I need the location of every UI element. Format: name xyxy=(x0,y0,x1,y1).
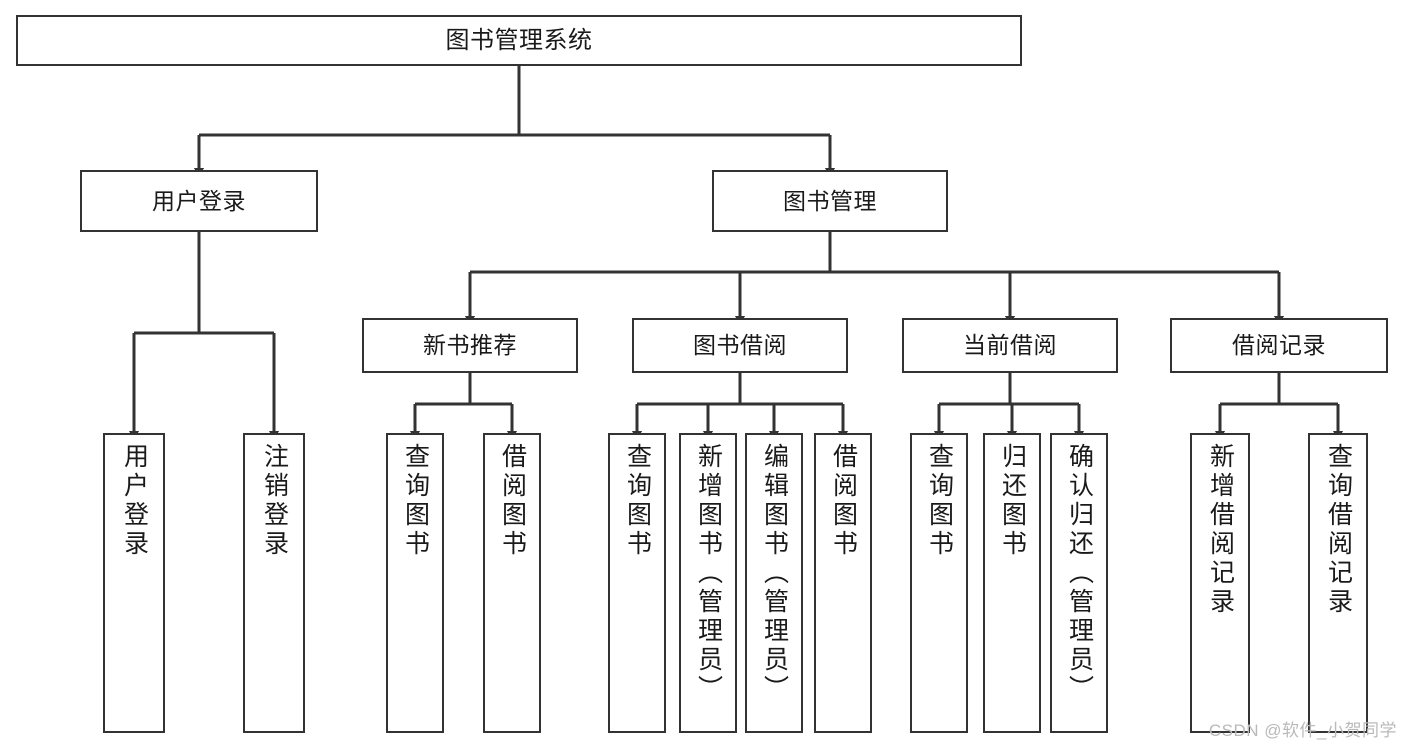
node-label: 图书借阅 xyxy=(693,332,787,359)
node-label: 图书管理 xyxy=(783,187,877,214)
node-leaf-query-record[interactable]: 查询借阅记录 xyxy=(1308,433,1368,733)
node-label: 借阅图书 xyxy=(829,443,858,559)
node-book-manage[interactable]: 图书管理 xyxy=(712,170,948,232)
node-leaf-edit-book[interactable]: 编辑图书（管理员） xyxy=(745,433,803,733)
node-leaf-query-book-2[interactable]: 查询图书 xyxy=(608,433,666,733)
node-label: 编辑图书（管理员） xyxy=(760,443,789,704)
node-label: 查询图书 xyxy=(925,443,954,559)
node-label: 新增图书（管理员） xyxy=(694,443,723,704)
node-label: 用户登录 xyxy=(152,187,246,214)
node-label: 当前借阅 xyxy=(963,332,1057,359)
node-label: 查询图书 xyxy=(623,443,652,559)
node-leaf-return-book[interactable]: 归还图书 xyxy=(983,433,1041,733)
node-leaf-borrow-book-1[interactable]: 借阅图书 xyxy=(483,433,541,733)
node-user-login[interactable]: 用户登录 xyxy=(80,170,318,232)
node-label: 新增借阅记录 xyxy=(1206,443,1235,617)
node-leaf-add-record[interactable]: 新增借阅记录 xyxy=(1190,433,1250,733)
node-leaf-add-book[interactable]: 新增图书（管理员） xyxy=(679,433,737,733)
node-label: 确认归还（管理员） xyxy=(1065,443,1094,704)
node-label: 借阅记录 xyxy=(1232,332,1326,359)
node-current-borrow[interactable]: 当前借阅 xyxy=(902,318,1118,373)
node-new-book-rec[interactable]: 新书推荐 xyxy=(362,318,578,373)
node-leaf-query-book-1[interactable]: 查询图书 xyxy=(386,433,444,733)
node-label: 查询图书 xyxy=(401,443,430,559)
node-borrow-record[interactable]: 借阅记录 xyxy=(1170,318,1388,373)
node-label: 注销登录 xyxy=(260,443,289,559)
node-label: 图书管理系统 xyxy=(445,26,593,54)
node-leaf-borrow-book-2[interactable]: 借阅图书 xyxy=(814,433,872,733)
node-book-borrow[interactable]: 图书借阅 xyxy=(632,318,848,373)
watermark-text: CSDN @软件_小贺同学 xyxy=(1208,721,1397,740)
node-leaf-confirm-return[interactable]: 确认归还（管理员） xyxy=(1050,433,1108,733)
node-label: 新书推荐 xyxy=(423,332,517,359)
node-leaf-user-logout[interactable]: 注销登录 xyxy=(243,433,305,733)
node-label: 查询借阅记录 xyxy=(1324,443,1353,617)
node-leaf-query-book-3[interactable]: 查询图书 xyxy=(910,433,968,733)
node-label: 归还图书 xyxy=(998,443,1027,559)
node-label: 借阅图书 xyxy=(498,443,527,559)
node-label: 用户登录 xyxy=(120,443,149,559)
node-root[interactable]: 图书管理系统 xyxy=(16,15,1022,66)
node-leaf-user-login[interactable]: 用户登录 xyxy=(103,433,165,733)
